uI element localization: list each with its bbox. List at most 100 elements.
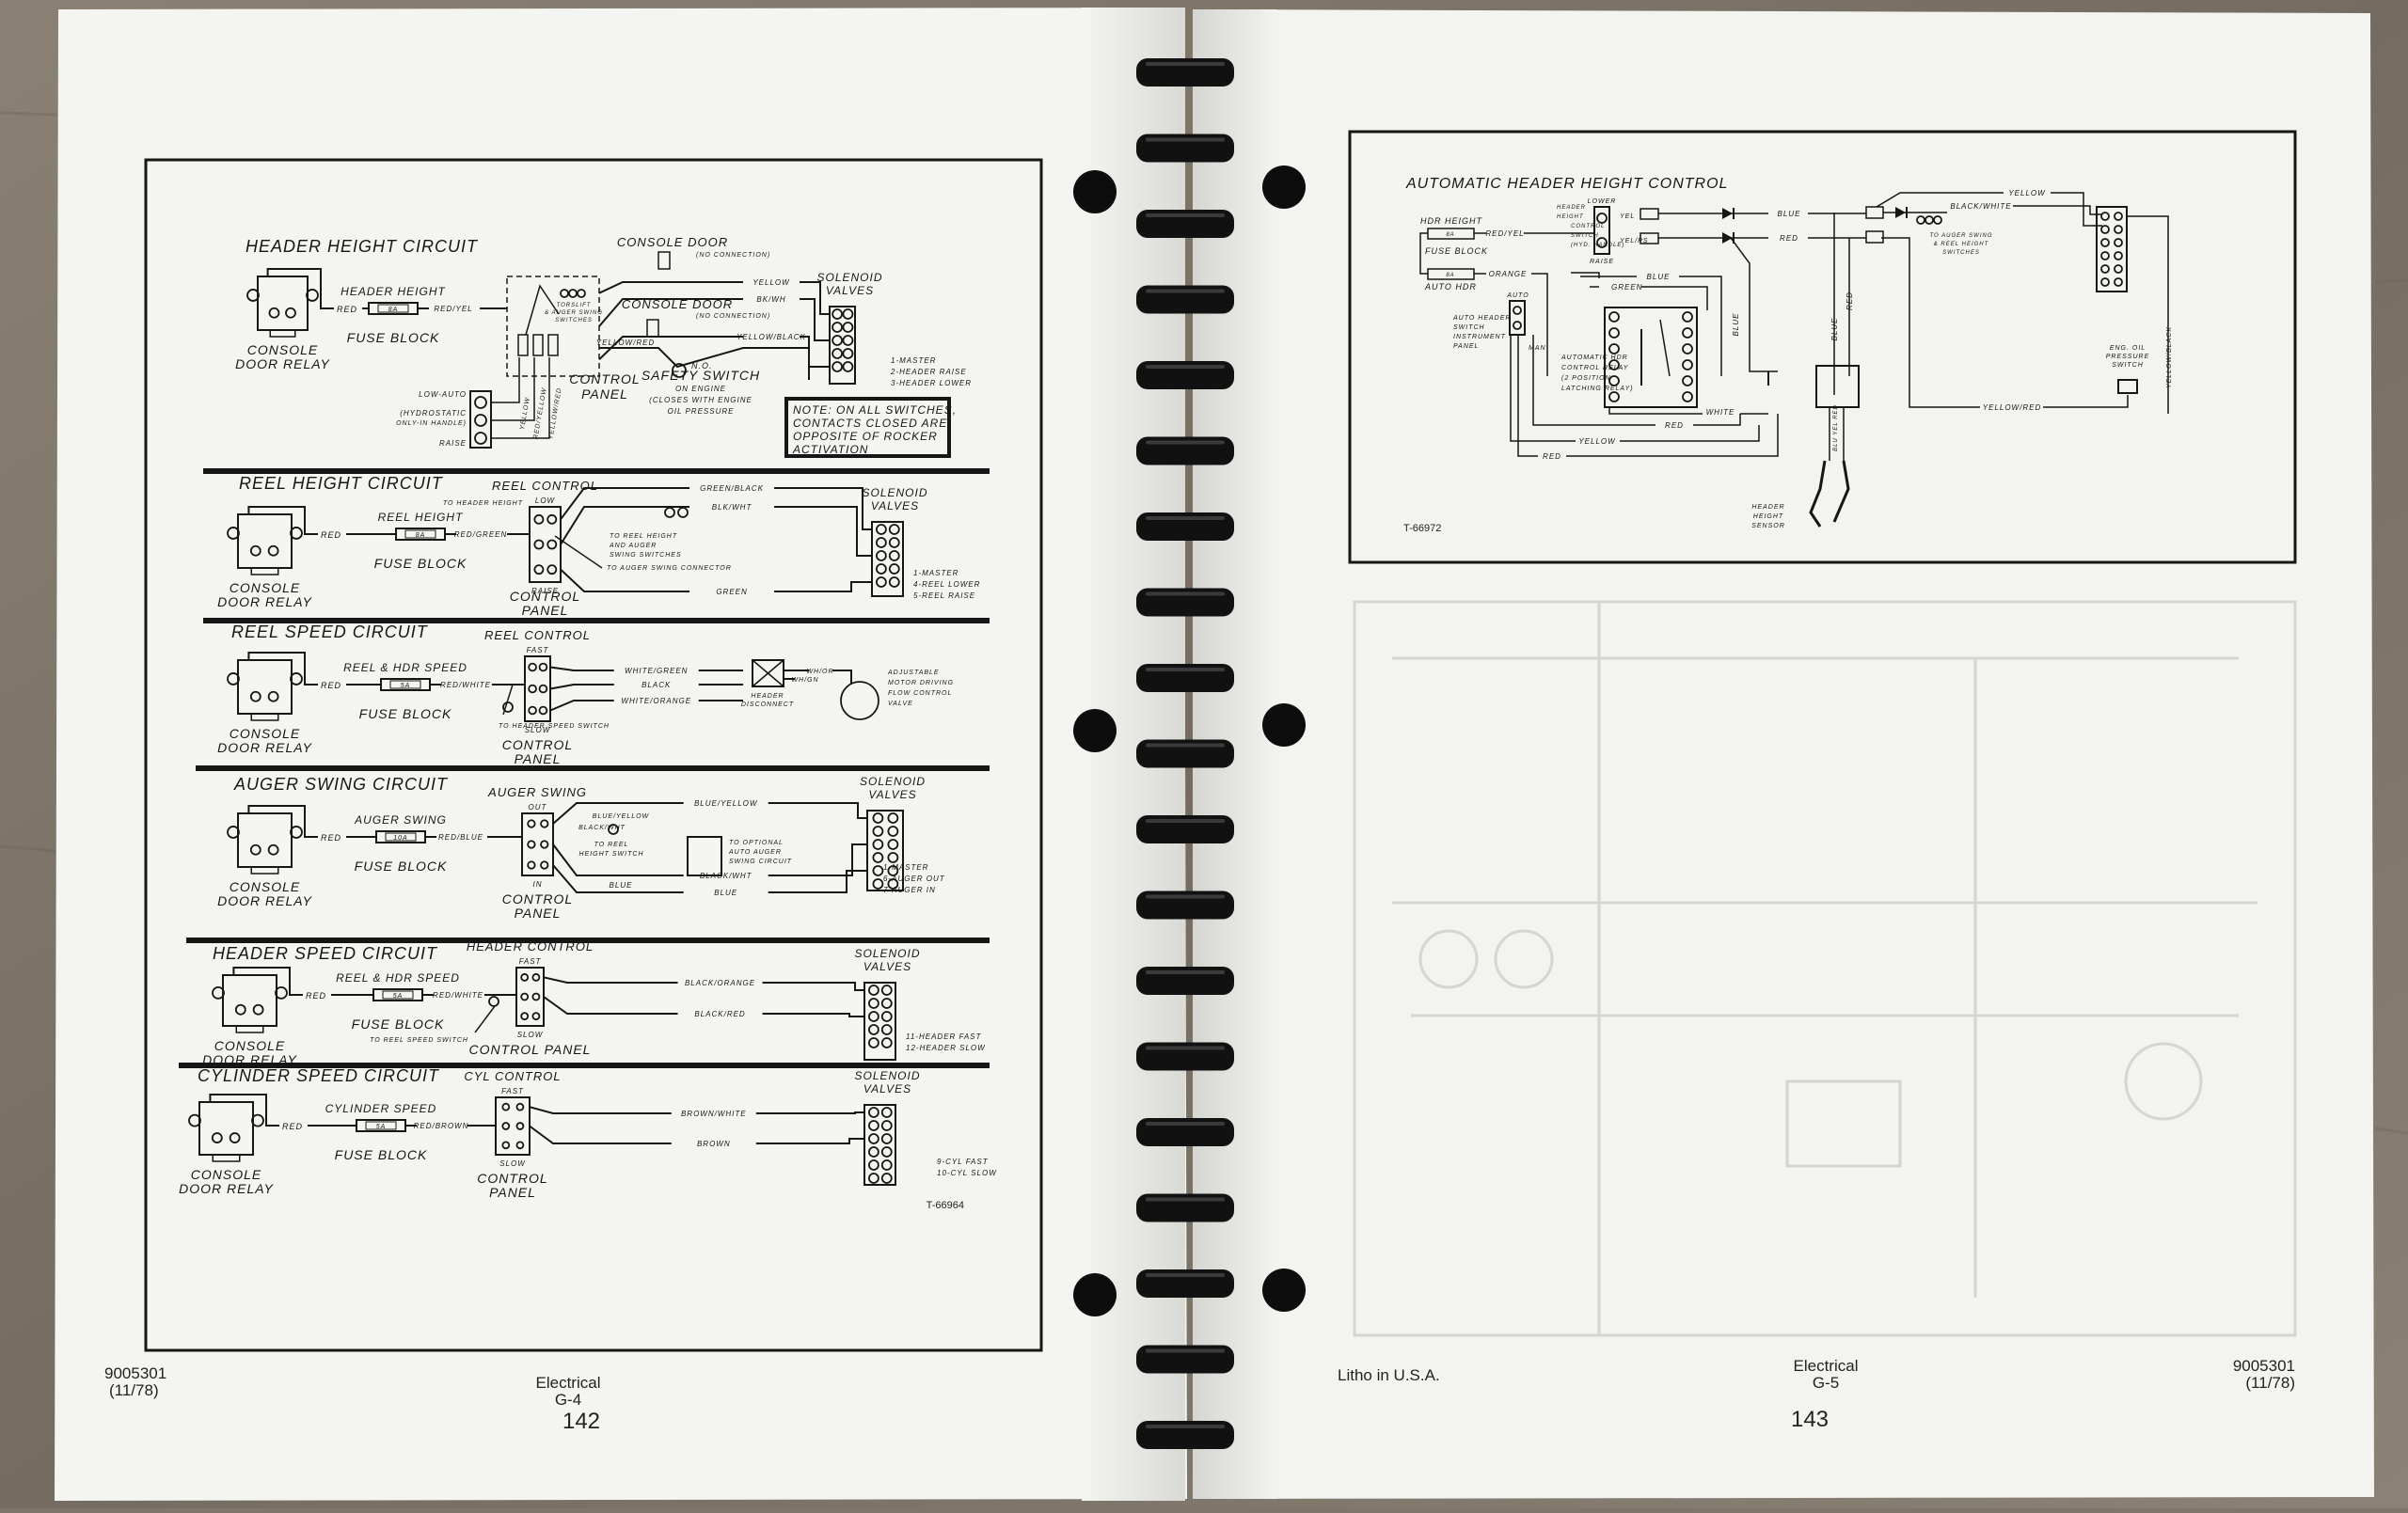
valve-terminal-icon	[880, 1011, 893, 1022]
solenoid-valve-block-icon	[871, 521, 904, 597]
control-panel-label: PANEL	[515, 906, 562, 921]
control-panel-label: CONTROL	[502, 891, 573, 906]
valve-terminal-icon	[888, 563, 900, 575]
valve-legend: 1-MASTER	[883, 863, 928, 872]
valve-terminal-icon	[872, 852, 884, 863]
binding-ring-highlight	[1146, 213, 1225, 217]
note-text: OPPOSITE OF ROCKER	[793, 430, 938, 443]
wire-label: BLACK/RED	[694, 1010, 745, 1018]
punch-hole	[1262, 165, 1306, 209]
binding-ring-highlight	[1146, 62, 1225, 66]
wire	[1510, 335, 1576, 442]
solenoid-valves-label: VALVES	[826, 284, 874, 297]
supply-wire	[247, 652, 318, 686]
valve-terminal-icon	[832, 322, 843, 333]
note-label: AND AUGER	[609, 543, 657, 549]
safety-switch-label: SAFETY SWITCH	[642, 368, 760, 383]
label: SWITCH	[2112, 362, 2144, 369]
x-mark	[752, 659, 784, 687]
relay-terminal-icon	[249, 544, 261, 557]
solenoid-valves-label: SOLENOID	[860, 775, 926, 788]
fuse-block-label: FUSE BLOCK	[352, 1017, 445, 1032]
relay-stud-icon	[188, 1113, 201, 1127]
binding-ring-highlight	[1146, 1348, 1225, 1353]
relay-terminal-icon	[1608, 343, 1620, 355]
terminal-screw-icon	[528, 662, 537, 672]
fuse-rating: 5A	[376, 1124, 387, 1130]
wire	[1730, 237, 1778, 372]
valve-terminal-icon	[887, 826, 899, 837]
wire	[800, 281, 830, 315]
relay-terminal-icon	[252, 1003, 264, 1016]
note-label: VALVE	[888, 701, 913, 707]
relay-terminal-icon	[1682, 343, 1693, 355]
wire-label: BLACK/WHT	[700, 872, 752, 880]
label: PANEL	[1453, 343, 1479, 350]
relay-terminal-icon	[1608, 391, 1620, 402]
solenoid-valves-label: VALVES	[871, 499, 919, 512]
valve-terminal-icon	[887, 839, 899, 850]
wire-label: BLUE	[714, 889, 737, 897]
wire-label: RED/YEL	[434, 305, 472, 313]
wire	[491, 357, 550, 439]
fuse-element-icon	[382, 990, 414, 1000]
label: HEIGHT	[1753, 513, 1783, 520]
wire-label: RED	[321, 681, 341, 690]
wire-label: YELLOW	[752, 278, 790, 287]
wire	[762, 1013, 864, 1017]
note-label: (NO CONNECTION)	[696, 252, 770, 259]
terminal-screw-icon	[531, 1012, 541, 1021]
switch-fuse-icon	[517, 334, 529, 356]
wire	[768, 802, 867, 819]
control-panel-label: CONTROL	[502, 737, 573, 752]
wire-label: BLACK/WHITE	[1950, 202, 2011, 211]
fuse-element-icon	[389, 680, 421, 689]
terminal-icon	[1596, 213, 1608, 224]
fuse-name: REEL HEIGHT	[378, 511, 464, 524]
valve-legend: 10-CYL SLOW	[937, 1169, 997, 1177]
header-height-sensor-icon	[1809, 460, 1850, 528]
valve-terminal-icon	[832, 361, 843, 372]
wire-label: RED	[306, 991, 326, 1001]
wire	[552, 843, 684, 876]
coil-icon	[1916, 215, 1925, 225]
valve-legend: 1-MASTER	[891, 356, 936, 365]
note-text: CONTACTS CLOSED ARE	[793, 417, 947, 430]
valve-terminal-icon	[876, 576, 887, 588]
circuit-title: CYLINDER SPEED CIRCUIT	[198, 1066, 440, 1085]
control-name: REEL CONTROL	[492, 479, 598, 493]
note-label: & AUGER SWING	[545, 310, 603, 316]
relay-label: CONSOLE	[247, 342, 318, 357]
fuse-element-icon	[365, 1121, 397, 1130]
wire-label: BLACK/ORANGE	[685, 979, 755, 987]
terminal-icon	[1513, 306, 1522, 315]
valve-terminal-icon	[868, 1120, 879, 1131]
binding-ring-highlight	[1146, 591, 1225, 596]
note-label: (NO CONNECTION)	[696, 313, 770, 320]
valve-terminal-icon	[2100, 238, 2110, 247]
relay-stud-icon	[290, 826, 303, 839]
note-box	[784, 397, 951, 458]
wire-label: BLUE	[1732, 313, 1740, 337]
punch-hole	[1073, 1273, 1117, 1316]
note-label: FLOW CONTROL	[888, 690, 952, 697]
label: (2 POSITION	[1561, 375, 1611, 382]
wire-label: YELLOW/RED	[596, 339, 655, 347]
terminal-screw-icon	[515, 1102, 525, 1111]
binding-ring-highlight	[1146, 516, 1225, 520]
wire-label: RED	[321, 833, 341, 843]
valve-legend: 7-AUGER IN	[883, 886, 936, 894]
valve-legend: 5-REEL RAISE	[913, 591, 975, 600]
relay-terminal-icon	[1608, 327, 1620, 339]
optional-circuit-box-icon	[687, 836, 722, 876]
valve-terminal-icon	[872, 826, 884, 837]
terminal-screw-icon	[501, 1102, 511, 1111]
relay-base-icon	[235, 1025, 264, 1033]
label: AUTO HEADER	[1452, 315, 1511, 322]
page-footers: 9005301 (11/78) Electrical G-4 142 Litho…	[104, 1357, 2295, 1434]
wire-label: RED	[1780, 234, 1798, 243]
wire-label: BLUE	[1647, 273, 1671, 281]
